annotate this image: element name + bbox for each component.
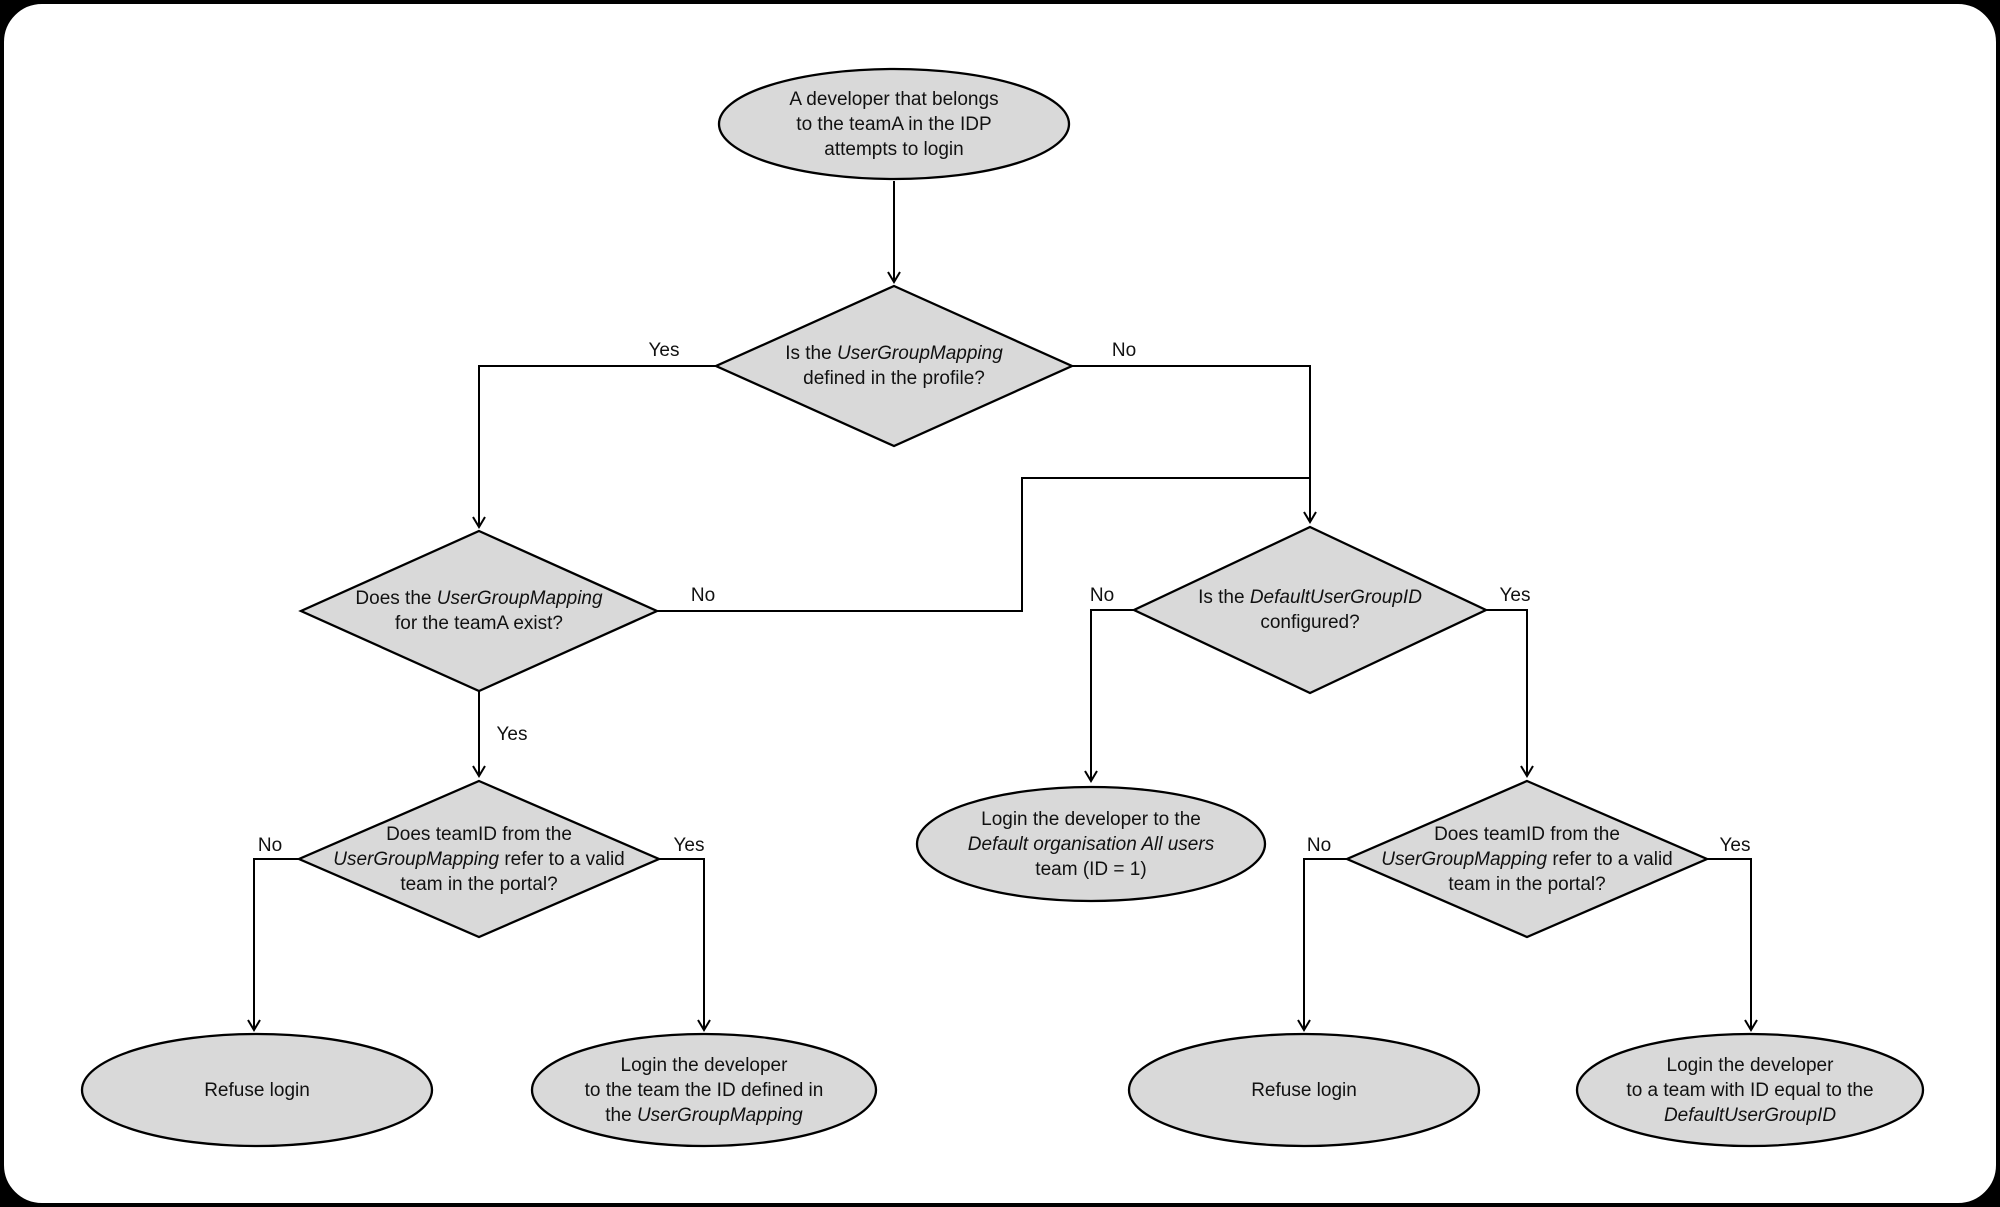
- decision-default-ugid-label: Is the DefaultUserGroupID configured?: [1198, 587, 1422, 633]
- edge-d3r-yes-to-login-dugid: [1707, 858, 1758, 1032]
- edge-label-d2r-yes: Yes: [1499, 585, 1531, 606]
- terminal-refuse-left-label: Refuse login: [204, 1079, 310, 1101]
- decision-ugm-defined-shape: [713, 284, 1075, 448]
- terminal-default-org-shape: [915, 785, 1267, 903]
- terminal-refuse-right-label: Refuse login: [1251, 1079, 1357, 1101]
- terminal-login-ugm-shape: [530, 1032, 878, 1148]
- edge-label-d2l-yes: Yes: [496, 724, 528, 745]
- decision-teamid-valid-right-shape: [1344, 779, 1710, 939]
- decision-default-ugid-shape: [1131, 525, 1489, 695]
- terminal-login-dugid-shape: [1575, 1032, 1925, 1148]
- edge-label-d3l-yes: Yes: [673, 835, 705, 856]
- terminal-refuse-right-shape: [1127, 1032, 1481, 1148]
- edge-label-d1-yes: Yes: [648, 340, 680, 361]
- edge-label-d2l-no: No: [690, 585, 716, 606]
- edge-d1-yes-to-d2l: [472, 365, 716, 529]
- edge-label-d1-no: No: [1111, 340, 1137, 361]
- edge-d3l-no-to-refuse: [247, 858, 299, 1032]
- terminal-refuse-left-shape: [80, 1032, 434, 1148]
- edge-label-d3r-no: No: [1306, 835, 1332, 856]
- decision-ugm-exists-label: Does the UserGroupMapping for the teamA …: [355, 588, 603, 634]
- decision-ugm-defined-label: Is the UserGroupMapping defined in the p…: [785, 343, 1003, 389]
- edge-label-d3l-no: No: [257, 835, 283, 856]
- edge-d1-no-to-d2r: [1072, 365, 1317, 524]
- start-node-label: A developer that belongs to the teamA in…: [789, 88, 999, 160]
- edge-label-d3r-yes: Yes: [1719, 835, 1751, 856]
- decision-teamid-valid-left-shape: [296, 779, 662, 939]
- terminal-login-ugm-label: Login the developer to the team the ID d…: [584, 1054, 824, 1126]
- terminal-login-dugid-label: Login the developer to a team with ID eq…: [1626, 1054, 1874, 1126]
- edge-d2r-no-to-default-org: [1084, 609, 1134, 783]
- edge-d2r-yes-to-d3r: [1486, 609, 1534, 778]
- decision-teamid-valid-right-label: Does teamID from the UserGroupMapping re…: [1381, 823, 1673, 895]
- decision-ugm-exists-shape: [298, 529, 660, 693]
- edge-d2l-no-merge: [657, 477, 1310, 612]
- start-node-shape: [717, 67, 1071, 181]
- decision-teamid-valid-left-label: Does teamID from the UserGroupMapping re…: [333, 823, 625, 895]
- edge-d3l-yes-to-login-ugm: [659, 858, 711, 1032]
- terminal-default-org-label: Login the developer to the Default organ…: [967, 808, 1215, 880]
- edge-d3r-no-to-refuse: [1297, 858, 1347, 1032]
- flowchart-shapes-layer: [80, 67, 1925, 1148]
- edge-label-d2r-no: No: [1089, 585, 1115, 606]
